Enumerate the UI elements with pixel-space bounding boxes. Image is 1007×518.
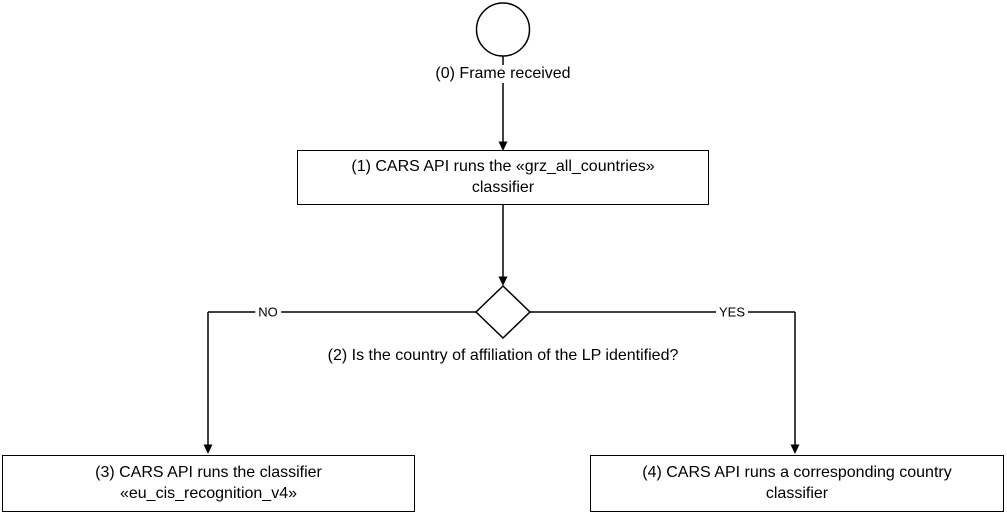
decision-label: (2) Is the country of affiliation of the…: [323, 347, 683, 365]
start-node-circle: [475, 2, 531, 57]
arrowhead-step1-icon: [498, 141, 508, 151]
step3-label-line1: (3) CARS API runs the classifier: [95, 463, 322, 481]
start-label: (0) Frame received: [431, 65, 575, 83]
step1-box: (1) CARS API runs the «grz_all_countries…: [297, 150, 709, 205]
arrowhead-decision-icon: [498, 276, 508, 286]
step1-label-line1: (1) CARS API runs the «grz_all_countries…: [351, 157, 655, 175]
step4-box: (4) CARS API runs a corresponding countr…: [590, 455, 1004, 512]
step1-label-line2: classifier: [471, 178, 535, 196]
branch-no-label: NO: [255, 304, 281, 320]
arrowhead-step3-icon: [203, 444, 213, 454]
step4-label-line2: classifier: [765, 484, 829, 502]
branch-yes-label: YES: [715, 304, 749, 320]
step3-box: (3) CARS API runs the classifier «eu_cis…: [2, 455, 415, 512]
decision-diamond: [474, 284, 532, 340]
arrowhead-step4-icon: [790, 444, 800, 454]
step3-label-line2: «eu_cis_recognition_v4»: [119, 484, 297, 502]
step4-label-line1: (4) CARS API runs a corresponding countr…: [642, 463, 952, 481]
